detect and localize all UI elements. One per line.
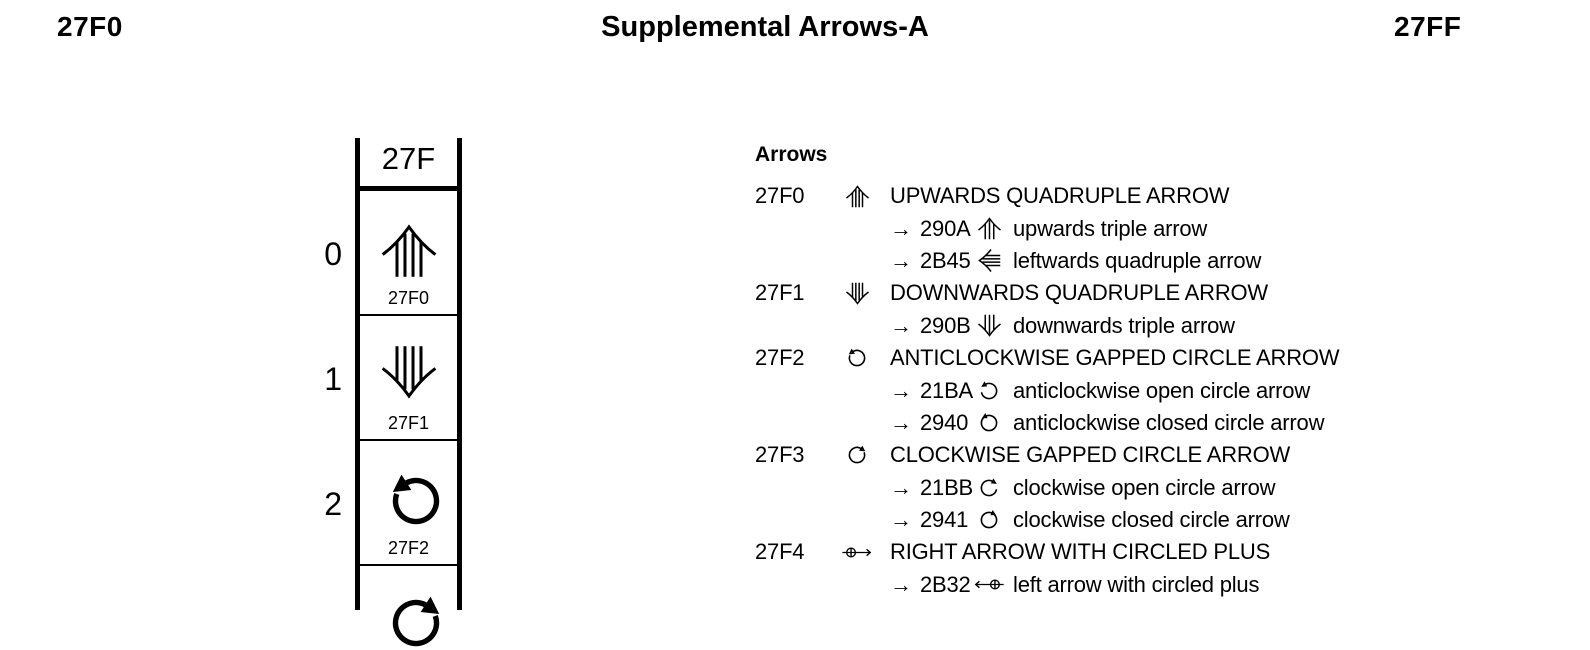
char-name: UPWARDS QUADRUPLE ARROW — [890, 183, 1230, 209]
cross-reference: → 290A upwards triple arrow — [755, 212, 1339, 244]
char-name: DOWNWARDS QUADRUPLE ARROW — [890, 280, 1268, 306]
names-list: 27F0 UPWARDS QUADRUPLE ARROW → 290A upwa… — [755, 180, 1340, 601]
cross-ref-arrow-icon: → — [890, 377, 912, 403]
xref-name: upwards triple arrow — [1013, 215, 1208, 241]
row-digit-1: 1 — [324, 361, 342, 397]
cross-ref-arrow-icon: → — [890, 507, 912, 533]
xref-code: 2940 — [920, 409, 969, 435]
cell-separator — [360, 439, 457, 441]
xref-code: 2B45 — [920, 247, 971, 273]
upwards-triple-arrow-icon — [972, 216, 1006, 241]
xref-name: clockwise open circle arrow — [1013, 474, 1276, 500]
anticlockwise-gapped-circle-arrow-icon — [835, 348, 879, 368]
chart-column-left-border — [355, 138, 360, 610]
char-entry: 27F4 RIGHT ARROW WITH CIRCLED PLUS — [755, 536, 1339, 568]
row-digit-0: 0 — [324, 236, 342, 272]
anticlockwise-closed-circle-arrow-icon — [972, 413, 1006, 433]
cross-ref-arrow-icon: → — [890, 474, 912, 500]
xref-code: 21BA — [920, 377, 974, 403]
chart-column-header: 27F — [381, 141, 436, 176]
char-entry: 27F2 ANTICLOCKWISE GAPPED CIRCLE ARROW — [755, 342, 1340, 374]
clockwise-gapped-circle-arrow-icon — [389, 596, 443, 650]
upwards-quadruple-arrow-icon — [377, 221, 441, 281]
downwards-quadruple-arrow-icon — [377, 342, 441, 402]
cell-separator — [360, 564, 457, 566]
anticlockwise-open-circle-arrow-icon — [972, 381, 1006, 401]
chart-column-right-border — [457, 138, 462, 610]
row-digit-2: 2 — [324, 486, 342, 522]
cross-reference: → 290B downwards triple arrow — [755, 310, 1339, 342]
char-code: 27F2 — [755, 345, 805, 371]
chart-header-rule — [355, 186, 462, 191]
xref-code: 2941 — [920, 507, 969, 533]
page-title: Supplemental Arrows-A — [601, 11, 929, 43]
xref-code: 290B — [920, 312, 971, 338]
char-entry: 27F3 CLOCKWISE GAPPED CIRCLE ARROW — [755, 439, 1339, 471]
char-code: 27F0 — [755, 183, 805, 209]
xref-name: downwards triple arrow — [1013, 312, 1235, 338]
cell-code-label: 27F0 — [387, 288, 430, 308]
cross-reference: → 21BA anticlockwise open circle arrow — [755, 374, 1339, 406]
xref-code: 290A — [920, 215, 971, 241]
xref-code: 2B32 — [920, 571, 971, 597]
cross-reference: → 2940 anticlockwise closed circle arrow — [755, 407, 1339, 439]
char-entry: 27F0 UPWARDS QUADRUPLE ARROW — [755, 180, 1339, 212]
cross-ref-arrow-icon: → — [890, 571, 912, 597]
xref-name: left arrow with circled plus — [1013, 571, 1260, 597]
page-start-code: 27F0 — [57, 11, 123, 42]
char-code: 27F3 — [755, 442, 805, 468]
xref-code: 21BB — [920, 474, 974, 500]
char-code: 27F1 — [755, 280, 805, 306]
cross-reference: → 2941 clockwise closed circle arrow — [755, 504, 1339, 536]
clockwise-closed-circle-arrow-icon — [972, 510, 1006, 530]
char-name: CLOCKWISE GAPPED CIRCLE ARROW — [890, 442, 1291, 468]
cross-ref-arrow-icon: → — [890, 409, 912, 435]
clockwise-open-circle-arrow-icon — [972, 478, 1006, 498]
downwards-quadruple-arrow-icon — [835, 281, 879, 306]
cross-reference: → 2B45 leftwards quadruple arrow — [755, 245, 1339, 277]
cell-separator — [360, 314, 457, 316]
right-arrow-with-circled-plus-icon — [835, 541, 879, 564]
left-arrow-with-circled-plus-icon — [972, 573, 1006, 596]
cell-code-label: 27F1 — [387, 413, 430, 433]
page-end-code: 27FF — [1394, 11, 1462, 42]
clockwise-gapped-circle-arrow-icon — [835, 445, 879, 465]
leftwards-quadruple-arrow-icon — [972, 248, 1006, 273]
downwards-triple-arrow-icon — [972, 313, 1006, 338]
cross-ref-arrow-icon: → — [890, 312, 912, 338]
anticlockwise-gapped-circle-arrow-icon — [389, 474, 443, 528]
cross-reference: → 21BB clockwise open circle arrow — [755, 472, 1339, 504]
upwards-quadruple-arrow-icon — [835, 184, 879, 209]
cross-ref-arrow-icon: → — [890, 215, 912, 241]
xref-name: leftwards quadruple arrow — [1013, 247, 1262, 273]
cross-reference: → 2B32 left arrow with circled plus — [755, 569, 1339, 601]
xref-name: anticlockwise open circle arrow — [1013, 377, 1311, 403]
char-name: RIGHT ARROW WITH CIRCLED PLUS — [890, 539, 1271, 565]
cell-code-label: 27F2 — [387, 538, 430, 558]
char-code: 27F4 — [755, 539, 805, 565]
xref-name: clockwise closed circle arrow — [1013, 507, 1290, 533]
cross-ref-arrow-icon: → — [890, 247, 912, 273]
char-entry: 27F1 DOWNWARDS QUADRUPLE ARROW — [755, 277, 1339, 309]
section-title: Arrows — [755, 143, 828, 166]
char-name: ANTICLOCKWISE GAPPED CIRCLE ARROW — [890, 345, 1340, 371]
xref-name: anticlockwise closed circle arrow — [1013, 409, 1325, 435]
